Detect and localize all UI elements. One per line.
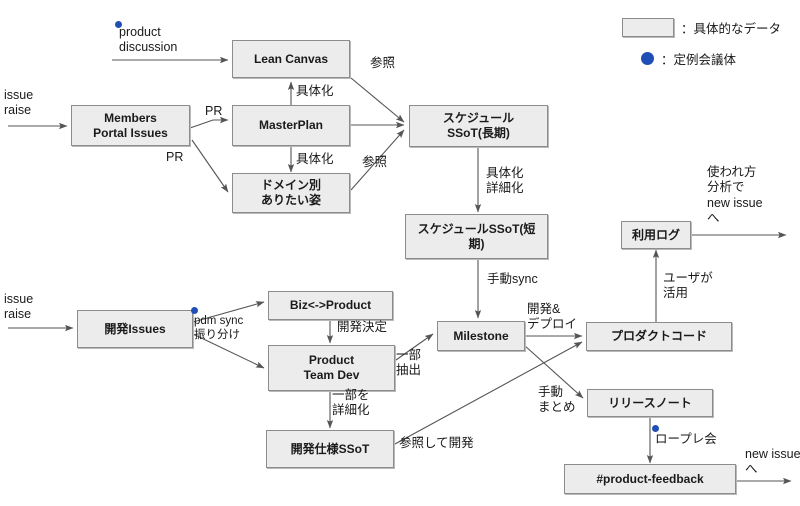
meeting-dot-roleplay	[652, 425, 659, 432]
node-milestone-line-0: Milestone	[453, 328, 509, 343]
edge-leancanvas-to-schedule-long	[350, 77, 405, 123]
edge-members-to-masterplan	[189, 116, 229, 129]
node-domain-vision-line-1: ありたい姿	[260, 193, 321, 207]
label-product-discussion: product discussion	[119, 25, 178, 55]
edge-members-to-domain	[191, 139, 229, 193]
node-schedule-ssot-short-line-0: スケジュールSSoT(短期)	[417, 221, 536, 251]
node-milestone[interactable]: Milestone	[437, 321, 525, 351]
node-domain-vision[interactable]: ドメイン別 ありたい姿	[232, 173, 350, 213]
label-gutaika-lean-canvas: 具体化	[296, 84, 334, 98]
node-members-portal-issues-line-0: Members	[104, 110, 157, 125]
label-reference-dev: 参照して開発	[399, 436, 474, 450]
label-user-utilize: ユーザが 活用	[663, 271, 713, 301]
legend-dot-icon	[641, 52, 654, 65]
legend-box-icon	[622, 18, 674, 37]
node-master-plan[interactable]: MasterPlan	[232, 105, 350, 146]
meeting-dot-product-discussion	[115, 21, 122, 28]
label-new-issue-bottom: new issue へ	[745, 447, 800, 477]
node-members-portal-issues[interactable]: Members Portal Issues	[71, 105, 190, 146]
node-members-portal-issues-line-1: Portal Issues	[93, 125, 168, 140]
label-gutaika-domain: 具体化	[296, 152, 334, 166]
node-usage-log-line-0: 利用ログ	[631, 227, 680, 242]
node-product-team-dev[interactable]: Product Team Dev	[268, 345, 395, 391]
node-product-team-dev-line-0: Product	[308, 353, 355, 367]
label-usage-analysis: 使われ方 分析で new issue へ	[707, 165, 763, 225]
node-product-feedback[interactable]: #product-feedback	[564, 464, 736, 494]
node-schedule-ssot-long[interactable]: スケジュール SSoT(長期)	[409, 105, 548, 147]
label-issue-raise-top: issue raise	[4, 88, 34, 118]
label-dev-deploy: 開発& デプロイ	[527, 302, 578, 332]
node-release-note-line-0: リリースノート	[608, 395, 692, 410]
meeting-dot-pdm-sync	[191, 307, 198, 314]
node-dev-spec-ssot-line-0: 開発仕様SSoT	[290, 441, 370, 456]
label-manual-sync: 手動sync	[487, 272, 538, 286]
legend-item-meeting: ：定例会議体	[641, 49, 736, 68]
node-product-code-line-0: プロダクトコード	[610, 329, 707, 343]
label-issue-raise-bottom: issue raise	[4, 292, 34, 322]
node-schedule-ssot-long-line-1: SSoT(長期)	[447, 126, 510, 140]
label-gutaika-shosaika: 具体化 詳細化	[486, 166, 524, 196]
node-schedule-ssot-long-line-0: スケジュール	[442, 111, 515, 125]
node-product-team-dev-line-1: Team Dev	[303, 368, 360, 382]
node-domain-vision-line-0: ドメイン別	[260, 178, 321, 192]
label-roleplay-meeting: ロープレ会	[655, 432, 717, 446]
node-master-plan-line-0: MasterPlan	[258, 118, 324, 132]
label-pdm-sync: pdm sync 振り分け	[194, 315, 244, 342]
node-dev-issues[interactable]: 開発Issues	[77, 310, 193, 348]
node-usage-log[interactable]: 利用ログ	[621, 221, 691, 249]
legend-data-label: ：具体的なデータ	[681, 22, 782, 36]
node-biz-product-line-0: Biz<->Product	[289, 298, 372, 312]
label-sansho-top: 参照	[370, 56, 396, 70]
node-product-code[interactable]: プロダクトコード	[586, 322, 732, 351]
node-dev-issues-line-0: 開発Issues	[104, 321, 166, 336]
node-dev-spec-ssot[interactable]: 開発仕様SSoT	[266, 430, 394, 468]
label-sansho-bottom: 参照	[362, 155, 388, 169]
label-pr-bottom: PR	[166, 150, 184, 164]
label-manual-summary: 手動 まとめ	[538, 385, 576, 415]
label-dev-decision: 開発決定	[337, 320, 388, 334]
label-pr-top: PR	[205, 104, 223, 118]
node-product-feedback-line-0: #product-feedback	[596, 471, 704, 486]
node-lean-canvas[interactable]: Lean Canvas	[232, 40, 350, 78]
legend-meeting-label: ：定例会議体	[661, 53, 737, 67]
node-release-note[interactable]: リリースノート	[587, 389, 713, 417]
label-partial-detail: 一部を 詳細化	[332, 388, 370, 418]
node-biz-product[interactable]: Biz<->Product	[268, 291, 393, 320]
node-lean-canvas-line-0: Lean Canvas	[253, 51, 329, 66]
node-schedule-ssot-short[interactable]: スケジュールSSoT(短期)	[405, 214, 548, 259]
legend-item-data: ：具体的なデータ	[622, 18, 781, 37]
label-partial-extract: 一部 抽出	[396, 348, 422, 378]
